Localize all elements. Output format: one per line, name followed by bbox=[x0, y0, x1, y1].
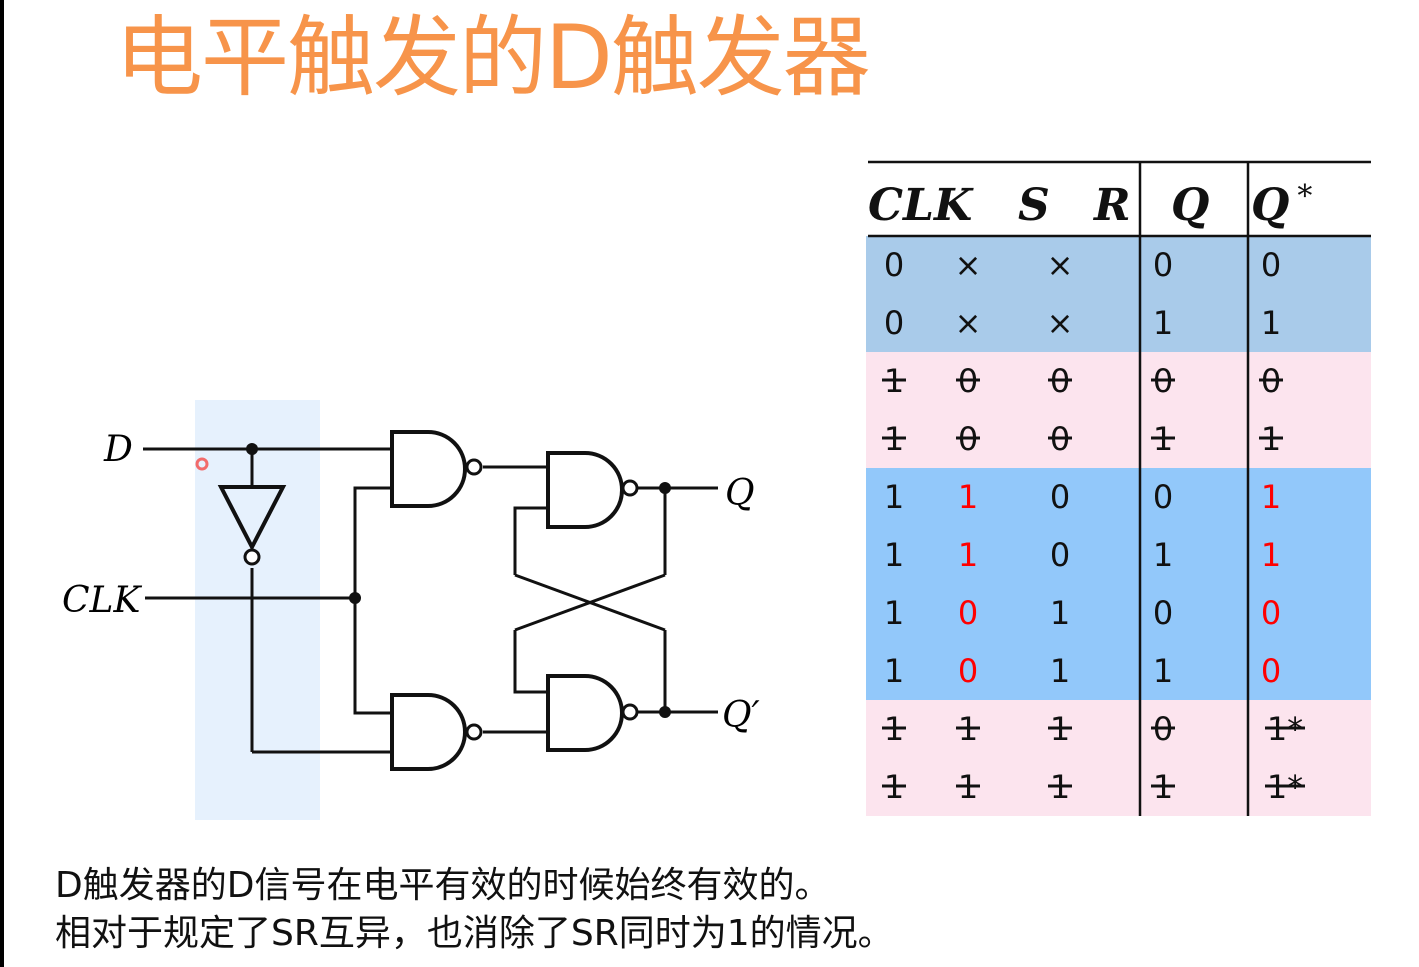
label-q-prime: Q′ bbox=[722, 695, 760, 736]
table-cell: 1 bbox=[1050, 652, 1070, 690]
page-title: 电平触发的D触发器 bbox=[115, 6, 871, 109]
table-group-bg bbox=[866, 468, 1371, 700]
label-clk: CLK bbox=[62, 580, 142, 621]
table-cell: 0 bbox=[1153, 478, 1173, 516]
label-q: Q bbox=[725, 473, 755, 514]
table-cell: 0 bbox=[1153, 594, 1173, 632]
label-d: D bbox=[103, 429, 133, 470]
table-cell: 0 bbox=[1261, 594, 1281, 632]
table-cell: 0 bbox=[1261, 246, 1281, 284]
table-header-cell: Q bbox=[1171, 180, 1209, 231]
table-cell: 1 bbox=[1050, 594, 1070, 632]
table-cell: 1 bbox=[884, 536, 904, 574]
table-cell: 0 bbox=[1050, 478, 1070, 516]
table-cell: 0 bbox=[1050, 536, 1070, 574]
left-border bbox=[0, 0, 4, 967]
table-cell: 1 bbox=[884, 652, 904, 690]
inverter-highlight bbox=[195, 400, 320, 820]
table-cell: 0 bbox=[1153, 246, 1173, 284]
table-cell: 1 bbox=[958, 536, 978, 574]
inverter bbox=[217, 485, 287, 552]
cursor-marker bbox=[195, 457, 209, 471]
inverter-bubble bbox=[243, 548, 261, 566]
table-cell: 1 bbox=[884, 478, 904, 516]
table-cell: 1 bbox=[1153, 304, 1173, 342]
table-cell: 1 bbox=[1153, 536, 1173, 574]
d-latch-circuit: D CLK Q Q′ bbox=[62, 400, 760, 820]
table-cell: 1 bbox=[884, 594, 904, 632]
nand-gates bbox=[390, 430, 624, 771]
table-header-cell: CLK bbox=[868, 180, 974, 231]
nand-gate-2 bbox=[390, 693, 467, 771]
table-cell: 0 bbox=[1261, 652, 1281, 690]
wires bbox=[143, 447, 718, 754]
caption: D触发器的D信号在电平有效的时候始终有效的。 相对于规定了SR互异，也消除了SR… bbox=[55, 862, 894, 958]
table-header-cell: R bbox=[1092, 180, 1131, 231]
nand-gate-4 bbox=[546, 674, 624, 752]
nand-gate-1 bbox=[390, 430, 467, 508]
table-cell: 1 bbox=[1261, 478, 1281, 516]
table-cell: 0 bbox=[958, 652, 978, 690]
table-cell: 0 bbox=[884, 304, 904, 342]
table-header-cell: S bbox=[1018, 180, 1050, 231]
table-cell: 1 bbox=[958, 478, 978, 516]
table-group-bg bbox=[866, 236, 1371, 352]
table-cell: × bbox=[1047, 304, 1074, 342]
table-cell: 1 bbox=[1153, 652, 1173, 690]
table-group-bg bbox=[866, 700, 1371, 816]
table-cell: × bbox=[955, 246, 982, 284]
table-header-cell: Q* bbox=[1251, 179, 1312, 231]
junction-dots bbox=[246, 443, 671, 718]
table-group-bg bbox=[866, 352, 1371, 468]
nand-gate-3 bbox=[546, 451, 624, 529]
gate-bubbles bbox=[465, 458, 639, 741]
table-cell: 0 bbox=[884, 246, 904, 284]
table-cell: 1 bbox=[1261, 304, 1281, 342]
table-cell: 1 bbox=[1261, 536, 1281, 574]
caption-line-1: D触发器的D信号在电平有效的时候始终有效的。 bbox=[55, 865, 831, 906]
table-cell: × bbox=[1047, 246, 1074, 284]
caption-line-2: 相对于规定了SR互异，也消除了SR同时为1的情况。 bbox=[55, 913, 894, 954]
table-cell: × bbox=[955, 304, 982, 342]
table-cell: 0 bbox=[958, 594, 978, 632]
